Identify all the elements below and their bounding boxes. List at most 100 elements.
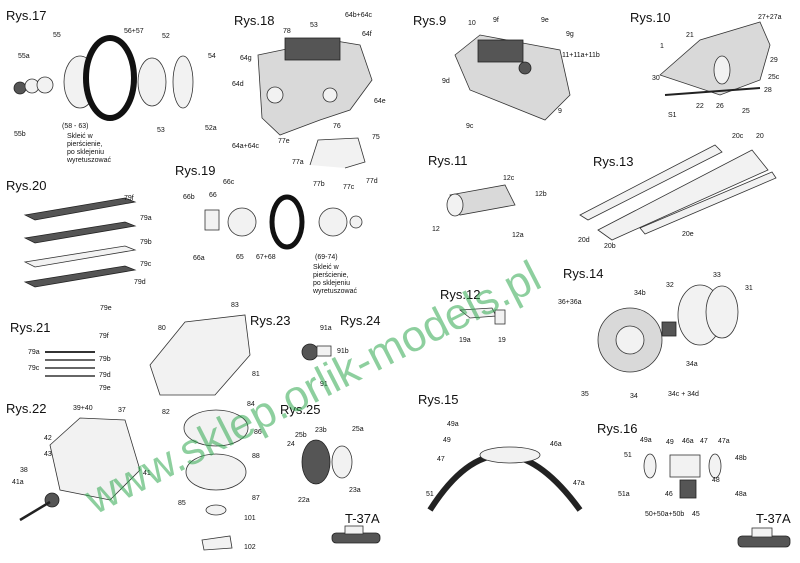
spoked-wheel-part bbox=[227, 207, 257, 237]
part-label: 29 bbox=[770, 57, 778, 64]
mount-part bbox=[479, 446, 541, 464]
part-label: 79d bbox=[99, 372, 111, 379]
part-label: 23b bbox=[315, 427, 327, 434]
cylinder-end-part bbox=[446, 193, 464, 217]
part-label: S1 bbox=[668, 112, 677, 119]
figure-rys9: Rys.9 10 9f 9e 9g 11+11a+11b 9d 9 9c bbox=[413, 13, 600, 130]
part-label: 25a bbox=[352, 426, 364, 433]
part-label: 41 bbox=[143, 470, 151, 477]
wheel-hub-part bbox=[13, 81, 27, 95]
part-label: 50+50a+50b bbox=[645, 511, 684, 518]
part-label: 66a bbox=[193, 255, 205, 262]
assembly-note-line: Skleić w bbox=[313, 264, 340, 271]
spoked-wheel-part bbox=[318, 207, 348, 237]
part-label: 52a bbox=[205, 125, 217, 132]
turret-icon bbox=[751, 527, 773, 538]
part-label: 47 bbox=[437, 456, 445, 463]
part-label: 35 bbox=[581, 391, 589, 398]
figure-title: Rys.25 bbox=[280, 402, 320, 417]
part-label: 12b bbox=[535, 191, 547, 198]
part-label: 91a bbox=[320, 325, 332, 332]
part-label: 79a bbox=[28, 349, 40, 356]
figure-rys17: Rys.17 55a 55 56+57 52 54 55b (58 - 63) … bbox=[6, 8, 217, 164]
part-label: (69-74) bbox=[315, 254, 338, 261]
light-mount-part bbox=[316, 345, 332, 357]
idler-hub-part bbox=[331, 445, 353, 479]
part-label: 45 bbox=[692, 511, 700, 518]
figure-rys22: Rys.22 39+40 37 42 43 38 41 41a bbox=[6, 401, 151, 522]
figure-title: Rys.13 bbox=[593, 154, 633, 169]
part-label: 79f bbox=[124, 195, 134, 202]
part-label: 80 bbox=[158, 325, 166, 332]
figure-rys23: Rys.23 83 80 81 82 84 bbox=[149, 302, 290, 416]
part-label: (58 - 63) bbox=[62, 123, 88, 130]
part-label: 20 bbox=[756, 133, 764, 140]
part-label: 23a bbox=[349, 487, 361, 494]
tank-icon-group-right: T-37A bbox=[737, 511, 791, 548]
spring-part bbox=[284, 37, 341, 61]
part-label: 46a bbox=[682, 438, 694, 445]
part-label: 25c bbox=[768, 74, 780, 81]
ring-part bbox=[708, 453, 722, 479]
part-label: 56+57 bbox=[124, 28, 144, 35]
axle-part bbox=[661, 321, 677, 337]
part-label: 64e bbox=[374, 98, 386, 105]
tyre-ring-part bbox=[269, 194, 305, 250]
part-label: 54 bbox=[208, 53, 216, 60]
figure-shield-parts: 86 88 85 87 101 102 bbox=[178, 409, 262, 551]
disc-part bbox=[36, 76, 54, 94]
track-guard-part bbox=[597, 149, 769, 241]
part-label: 43 bbox=[44, 451, 52, 458]
figure-rys10: Rys.10 27+27a 21 1 30 29 25c 28 S1 22 26… bbox=[630, 10, 782, 119]
assembly-note-line: wyretuszować bbox=[66, 157, 111, 164]
hatch-part bbox=[477, 39, 524, 63]
part-label: 84 bbox=[247, 401, 255, 408]
figure-rys24: Rys.24 91a 91b 91 bbox=[301, 313, 380, 388]
part-label: 22 bbox=[696, 103, 704, 110]
assembly-note-line: Skleić w bbox=[67, 133, 94, 140]
part-label: 77c bbox=[343, 184, 355, 191]
figure-rys13: Rys.13 20c 20 20d 20b 20e bbox=[578, 133, 777, 250]
part-label: 79b bbox=[140, 239, 152, 246]
part-label: 79c bbox=[140, 261, 152, 268]
part-label: 34c + 34d bbox=[668, 391, 699, 398]
track-link-strip-part bbox=[23, 197, 137, 221]
part-label: 12 bbox=[432, 226, 440, 233]
part-label: 49a bbox=[640, 437, 652, 444]
part-label: 20d bbox=[578, 237, 590, 244]
drum-cover-part bbox=[705, 285, 739, 339]
bogie-wheel-part bbox=[322, 87, 338, 103]
part-label: 26 bbox=[716, 103, 724, 110]
track-link-strip-part bbox=[23, 265, 137, 288]
part-label: 41a bbox=[12, 479, 24, 486]
part-label: 34 bbox=[630, 393, 638, 400]
figure-title: Rys.21 bbox=[10, 320, 50, 335]
figure-rys25: Rys.25 25b 25a 24 23b 23a 22a bbox=[280, 402, 364, 504]
part-label: 49 bbox=[443, 437, 451, 444]
part-label: 31 bbox=[745, 285, 753, 292]
figure-rys12: Rys.12 19a 19 bbox=[440, 287, 506, 344]
figure-title: Rys.12 bbox=[440, 287, 480, 302]
tank-icon bbox=[331, 532, 381, 544]
plate-part bbox=[201, 535, 233, 551]
part-label: 82 bbox=[162, 409, 170, 416]
tank-icon-group-center: T-37A bbox=[331, 511, 381, 544]
part-label: 39+40 bbox=[73, 405, 93, 412]
idler-wheel-part bbox=[301, 439, 331, 485]
part-label: 20b bbox=[604, 243, 616, 250]
part-label: 11+11a+11b bbox=[562, 52, 600, 59]
figure-rys19: Rys.19 66b 66 66c 66a 65 67+68 (69-74) S… bbox=[175, 163, 363, 295]
spoked-wheel-part bbox=[137, 57, 167, 107]
part-label: 9 bbox=[558, 108, 562, 115]
track-link-strip-part bbox=[23, 245, 137, 268]
track-guard-part bbox=[639, 171, 777, 235]
figure-rys11: Rys.11 12c 12b 12 12a bbox=[428, 153, 547, 239]
part-label: 42 bbox=[44, 435, 52, 442]
part-label: 9g bbox=[566, 31, 574, 38]
part-label: 79e bbox=[100, 305, 112, 312]
figure-rys18: Rys.18 53 64b+64c 78 64f 64g 64d 64e 64a… bbox=[232, 12, 386, 191]
disc-part bbox=[185, 453, 247, 491]
assembly-note-line: po sklejeniu bbox=[67, 149, 104, 156]
part-label: 65 bbox=[236, 254, 244, 261]
block-part bbox=[679, 479, 697, 499]
